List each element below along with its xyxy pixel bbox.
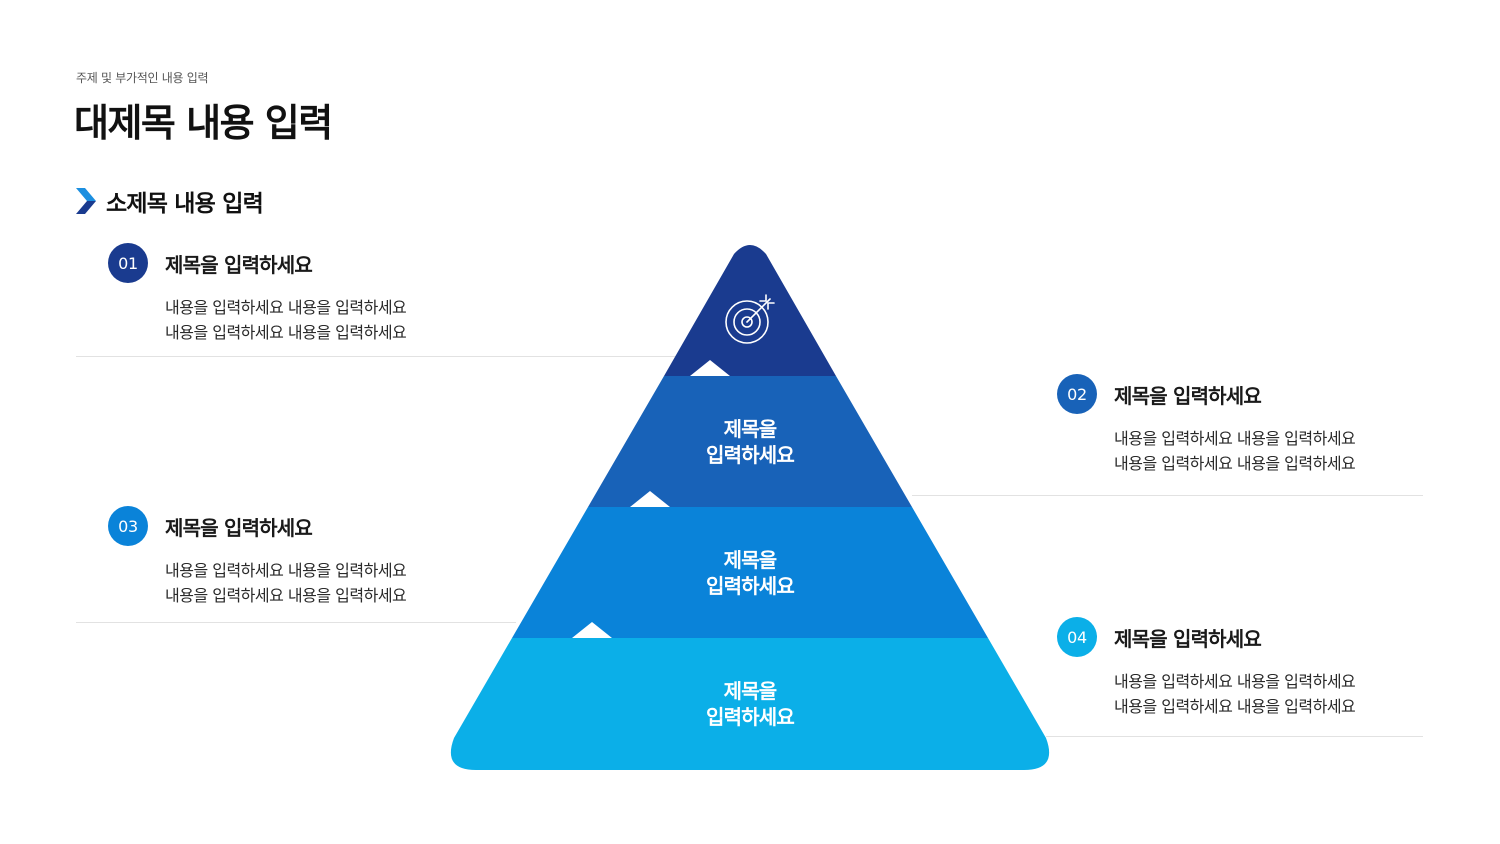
number-badge: 02: [1057, 374, 1097, 414]
pyramid-tier-1: [664, 245, 836, 376]
pyramid-tier-label: 제목을 입력하세요: [706, 548, 795, 598]
pyramid-tier-3: [512, 507, 988, 638]
number-badge: 04: [1057, 617, 1097, 657]
divider-line: [1046, 736, 1423, 737]
divider-line: [76, 622, 516, 623]
section-subtitle: 소제목 내용 입력: [106, 191, 264, 217]
item-description: 내용을 입력하세요 내용을 입력하세요 내용을 입력하세요 내용을 입력하세요: [1114, 672, 1356, 716]
item-title: 제목을 입력하세요: [1114, 626, 1262, 651]
item-02: 02 제목을 입력하세요 내용을 입력하세요 내용을 입력하세요 내용을 입력하…: [1057, 374, 1356, 476]
item-03: 03 제목을 입력하세요 내용을 입력하세요 내용을 입력하세요 내용을 입력하…: [108, 506, 407, 608]
divider-line: [912, 495, 1423, 496]
item-title: 제목을 입력하세요: [165, 515, 313, 540]
item-01: 01 제목을 입력하세요 내용을 입력하세요 내용을 입력하세요 내용을 입력하…: [108, 243, 407, 345]
item-description: 내용을 입력하세요 내용을 입력하세요 내용을 입력하세요 내용을 입력하세요: [165, 298, 407, 342]
pyramid-tier-2: [588, 376, 912, 507]
item-title: 제목을 입력하세요: [165, 252, 313, 277]
item-description: 내용을 입력하세요 내용을 입력하세요 내용을 입력하세요 내용을 입력하세요: [165, 561, 407, 605]
pyramid-tier-label: 제목을 입력하세요: [706, 417, 795, 467]
page-title: 대제목 내용 입력: [74, 101, 333, 145]
pyramid-tier-label: 제목을 입력하세요: [706, 679, 795, 729]
divider-line: [76, 356, 676, 357]
number-badge: 01: [108, 243, 148, 283]
item-title: 제목을 입력하세요: [1114, 383, 1262, 408]
number-badge: 03: [108, 506, 148, 546]
eyebrow-text: 주제 및 부가적인 내용 입력: [76, 71, 209, 85]
item-description: 내용을 입력하세요 내용을 입력하세요 내용을 입력하세요 내용을 입력하세요: [1114, 429, 1356, 473]
pyramid-tier-4: [450, 638, 1050, 770]
target-icon: [725, 294, 775, 344]
subtitle-row: 소제목 내용 입력: [76, 184, 264, 218]
item-04: 04 제목을 입력하세요 내용을 입력하세요 내용을 입력하세요 내용을 입력하…: [1057, 617, 1356, 719]
chevron-right-icon: [76, 188, 96, 214]
